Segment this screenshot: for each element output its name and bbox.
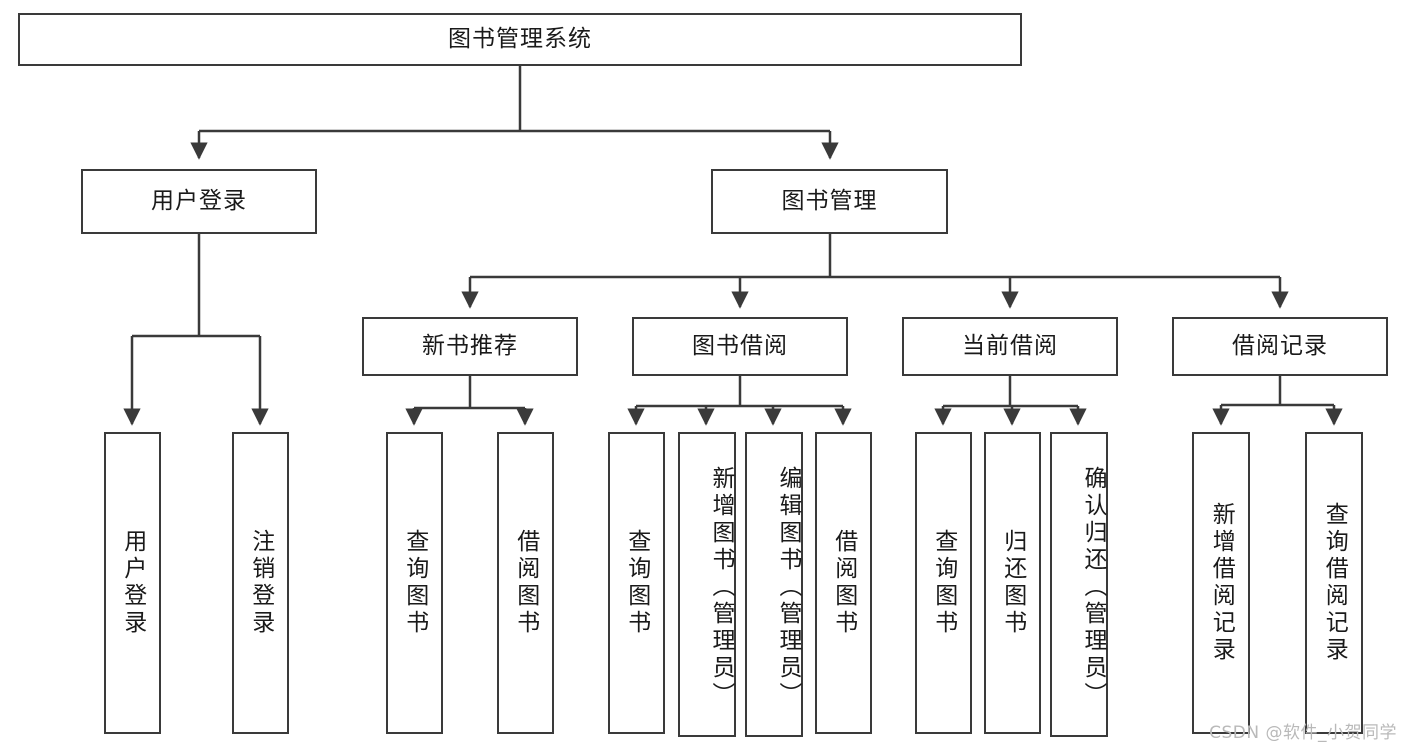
node-label: 当前借阅 <box>962 333 1058 360</box>
leaf-add-book-admin[interactable]: 新增图书（管理员） <box>678 432 736 737</box>
node-label: 图书借阅 <box>692 333 788 360</box>
node-borrow-record[interactable]: 借阅记录 <box>1172 317 1388 376</box>
node-current-borrow[interactable]: 当前借阅 <box>902 317 1118 376</box>
leaf-user-login[interactable]: 用户登录 <box>104 432 161 734</box>
node-new-book-recommend[interactable]: 新书推荐 <box>362 317 578 376</box>
node-label: 借阅图书 <box>830 529 857 637</box>
leaf-borrow-book[interactable]: 借阅图书 <box>815 432 872 734</box>
node-label: 图书管理系统 <box>448 26 592 53</box>
node-label: 编辑图书（管理员） <box>775 466 801 709</box>
leaf-query-book-borrow[interactable]: 查询图书 <box>608 432 665 734</box>
node-label: 新增借阅记录 <box>1208 502 1235 664</box>
node-root[interactable]: 图书管理系统 <box>18 13 1022 66</box>
node-label: 用户登录 <box>151 188 247 215</box>
node-label: 查询借阅记录 <box>1321 502 1348 664</box>
leaf-query-book-current[interactable]: 查询图书 <box>915 432 972 734</box>
node-label: 归还图书 <box>999 529 1026 637</box>
node-label: 查询图书 <box>930 529 957 637</box>
node-label: 新书推荐 <box>422 333 518 360</box>
leaf-query-book-recommend[interactable]: 查询图书 <box>386 432 443 734</box>
node-label: 用户登录 <box>119 529 146 637</box>
node-book-management[interactable]: 图书管理 <box>711 169 948 234</box>
node-label: 查询图书 <box>623 529 650 637</box>
leaf-return-book[interactable]: 归还图书 <box>984 432 1041 734</box>
node-label: 查询图书 <box>401 529 428 637</box>
leaf-add-borrow-record[interactable]: 新增借阅记录 <box>1192 432 1250 734</box>
node-book-borrow[interactable]: 图书借阅 <box>632 317 848 376</box>
leaf-query-borrow-record[interactable]: 查询借阅记录 <box>1305 432 1363 734</box>
node-label: 图书管理 <box>781 188 878 215</box>
leaf-logout[interactable]: 注销登录 <box>232 432 289 734</box>
leaf-borrow-book-recommend[interactable]: 借阅图书 <box>497 432 554 734</box>
node-label: 借阅记录 <box>1232 333 1328 360</box>
node-user-login[interactable]: 用户登录 <box>81 169 317 234</box>
node-label: 新增图书（管理员） <box>708 466 734 709</box>
leaf-confirm-return-admin[interactable]: 确认归还（管理员） <box>1050 432 1108 737</box>
leaf-edit-book-admin[interactable]: 编辑图书（管理员） <box>745 432 803 737</box>
node-label: 注销登录 <box>247 529 274 637</box>
node-label: 确认归还（管理员） <box>1080 466 1106 709</box>
node-label: 借阅图书 <box>512 529 539 637</box>
